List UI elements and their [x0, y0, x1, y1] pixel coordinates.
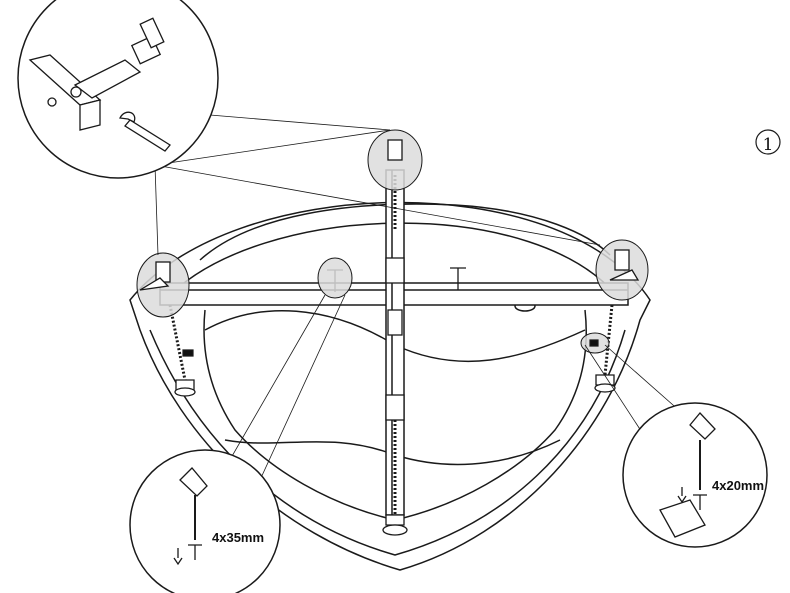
step-number-badge: 1 — [755, 129, 781, 155]
screwdriver-icon — [659, 412, 716, 538]
detail-circle-bottom-left: 4x35mm — [129, 449, 281, 593]
screwdriver-icon — [173, 467, 208, 566]
screw-size-label-4x35: 4x35mm — [212, 530, 264, 545]
leg-foot-left — [174, 387, 196, 397]
detail-circle-top-left — [17, 0, 219, 179]
leader-lines — [154, 114, 691, 556]
leveling-feet — [139, 139, 640, 291]
step-number: 1 — [763, 135, 774, 155]
corner-brackets — [182, 339, 599, 357]
leg-foot-right — [594, 383, 616, 393]
detail-circle-right: 4x20mm — [622, 402, 768, 548]
adjustable-legs — [168, 175, 616, 536]
screw-size-label-4x20: 4x20mm — [712, 478, 764, 493]
zoom-marker-screw — [317, 257, 353, 299]
vertical-crossbar — [385, 169, 405, 516]
leg-foot-bottom — [382, 524, 408, 536]
support-frame — [159, 169, 629, 516]
